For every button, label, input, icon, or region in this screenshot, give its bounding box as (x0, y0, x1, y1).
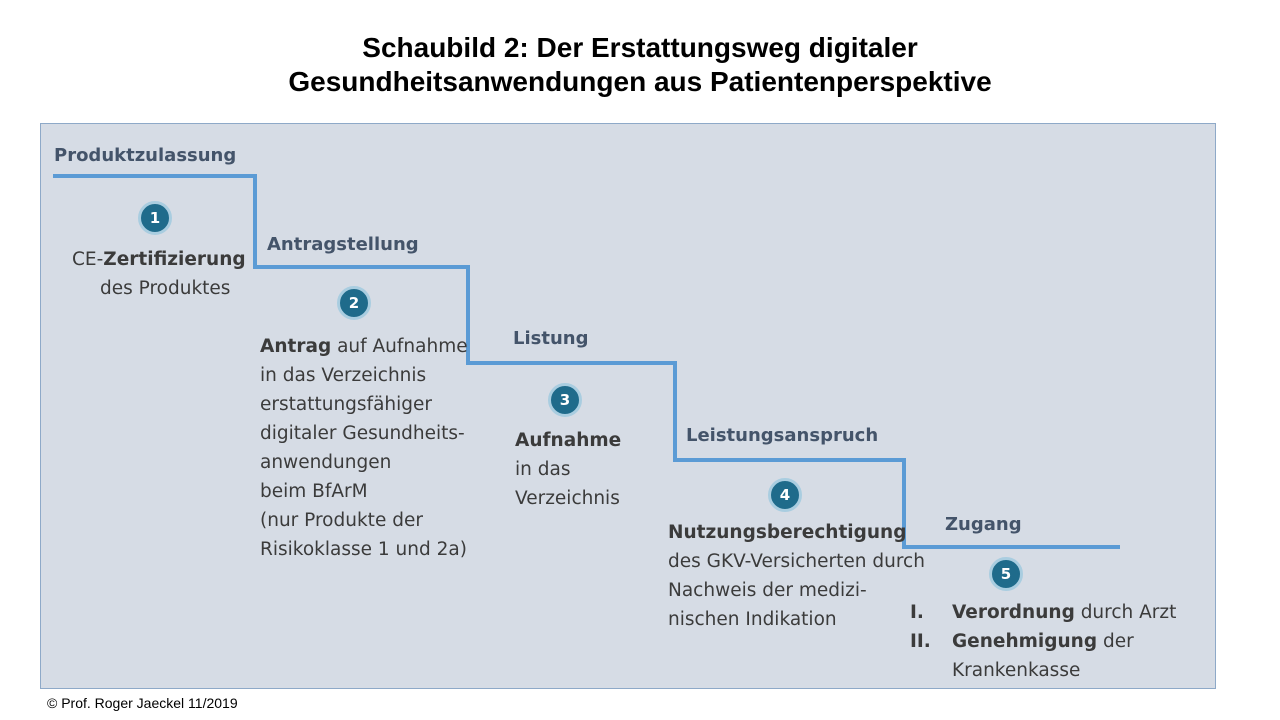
step-2-line-2: in das Verzeichnis (260, 365, 427, 386)
step-2-line-4: digitaler Gesundheits- (260, 423, 465, 444)
step-badge-4: 4 (768, 478, 802, 512)
step-5-item-1: I. Verordnung durch Arzt (910, 598, 1176, 627)
step-1-prefix: CE- (72, 249, 104, 270)
step-1-line-1: CE-Zertifizierung (72, 245, 246, 274)
step-2-line-3: erstattungsfähiger (260, 394, 433, 415)
step-3-bold: Aufnahme (515, 430, 622, 451)
step-description-4: Nutzungsberechtigung des GKV-Versicherte… (668, 518, 925, 634)
step-2-line-7: (nur Produkte der (260, 510, 423, 531)
step-5-continuation: Krankenkasse (952, 660, 1081, 681)
step-4-bold: Nutzungsberechtigung (668, 522, 907, 543)
step-2-rest: auf Aufnahme (331, 336, 468, 357)
step-badge-2: 2 (337, 286, 371, 320)
step-description-5: I. Verordnung durch Arzt II. Genehmigung d… (910, 598, 1176, 685)
step-description-3: Aufnahme in das Verzeichnis (515, 426, 621, 513)
diagram-title: Schaubild 2: Der Erstattungsweg digitale… (0, 31, 1280, 99)
stage-title-listung: Listung (513, 328, 589, 349)
step-badge-5: 5 (989, 557, 1023, 591)
title-line-1: Schaubild 2: Der Erstattungsweg digitale… (362, 32, 918, 63)
step-3-line-3: Verzeichnis (515, 488, 620, 509)
title-line-2: Gesundheitsanwendungen aus Patientenpers… (288, 66, 992, 97)
step-badge-3: 3 (548, 383, 582, 417)
step-2-line-1: Antrag auf Aufnahme (260, 332, 468, 361)
stage-title-produktzulassung: Produktzulassung (54, 145, 237, 166)
step-1-bold: Zertifizierung (103, 249, 246, 270)
step-2-line-6: beim BfArM (260, 481, 368, 502)
diagram-panel (40, 123, 1216, 689)
step-5-numeral-2: II. (910, 631, 931, 652)
step-5-item-2: II. Genehmigung der (910, 627, 1176, 656)
step-1-line-2: des Produktes (100, 278, 231, 299)
step-4-line-4: nischen Indikation (668, 609, 837, 630)
step-description-1: CE-Zertifizierung des Produktes (72, 245, 246, 303)
step-5-item-1-rest: durch Arzt (1074, 602, 1177, 623)
step-5-item-1-bold: Verordnung (952, 602, 1075, 623)
step-description-2: Antrag auf Aufnahme in das Verzeichnis e… (260, 332, 468, 564)
step-4-line-2: des GKV-Versicherten durch (668, 551, 925, 572)
stage-title-leistungsanspruch: Leistungsanspruch (686, 425, 879, 446)
step-4-line-3: Nachweis der medizi- (668, 580, 867, 601)
step-2-line-8: Risikoklasse 1 und 2a) (260, 539, 467, 560)
step-5-numeral-1: I. (910, 602, 924, 623)
step-badge-1: 1 (138, 201, 172, 235)
step-5-item-2-rest: der (1097, 631, 1134, 652)
step-3-line-2: in das (515, 459, 571, 480)
stage-title-antragstellung: Antragstellung (267, 234, 419, 255)
stage-title-zugang: Zugang (945, 514, 1022, 535)
staircase-path (53, 174, 1120, 549)
step-2-line-5: anwendungen (260, 452, 392, 473)
step-5-item-2-bold: Genehmigung (952, 631, 1098, 652)
copyright-footer: © Prof. Roger Jaeckel 11/2019 (47, 695, 238, 711)
step-2-bold: Antrag (260, 336, 332, 357)
